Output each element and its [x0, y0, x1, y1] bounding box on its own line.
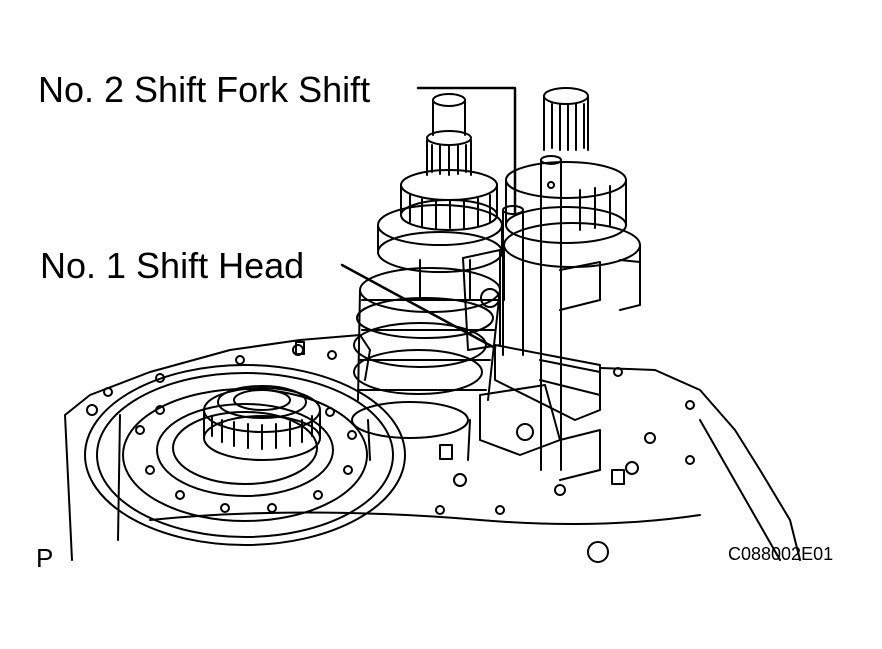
view-letter: P: [36, 543, 54, 573]
differential-bearing: [203, 385, 321, 461]
shift-head-label: No. 1 Shift Head: [40, 245, 305, 286]
transaxle-case: [64, 334, 801, 563]
ring-gear: [84, 364, 406, 546]
shift-fork-shaft-leader: [416, 86, 517, 214]
shift-fork-shafts: [502, 155, 562, 471]
figure-code: C088002E01: [728, 544, 834, 564]
output-shaft: [503, 87, 641, 311]
shift-fork-assembly: [462, 249, 601, 481]
shift-fork-shaft-label: No. 2 Shift Fork Shift: [38, 69, 371, 110]
counter-gear-stack: [351, 267, 501, 461]
shift-head-leader: [340, 263, 497, 350]
